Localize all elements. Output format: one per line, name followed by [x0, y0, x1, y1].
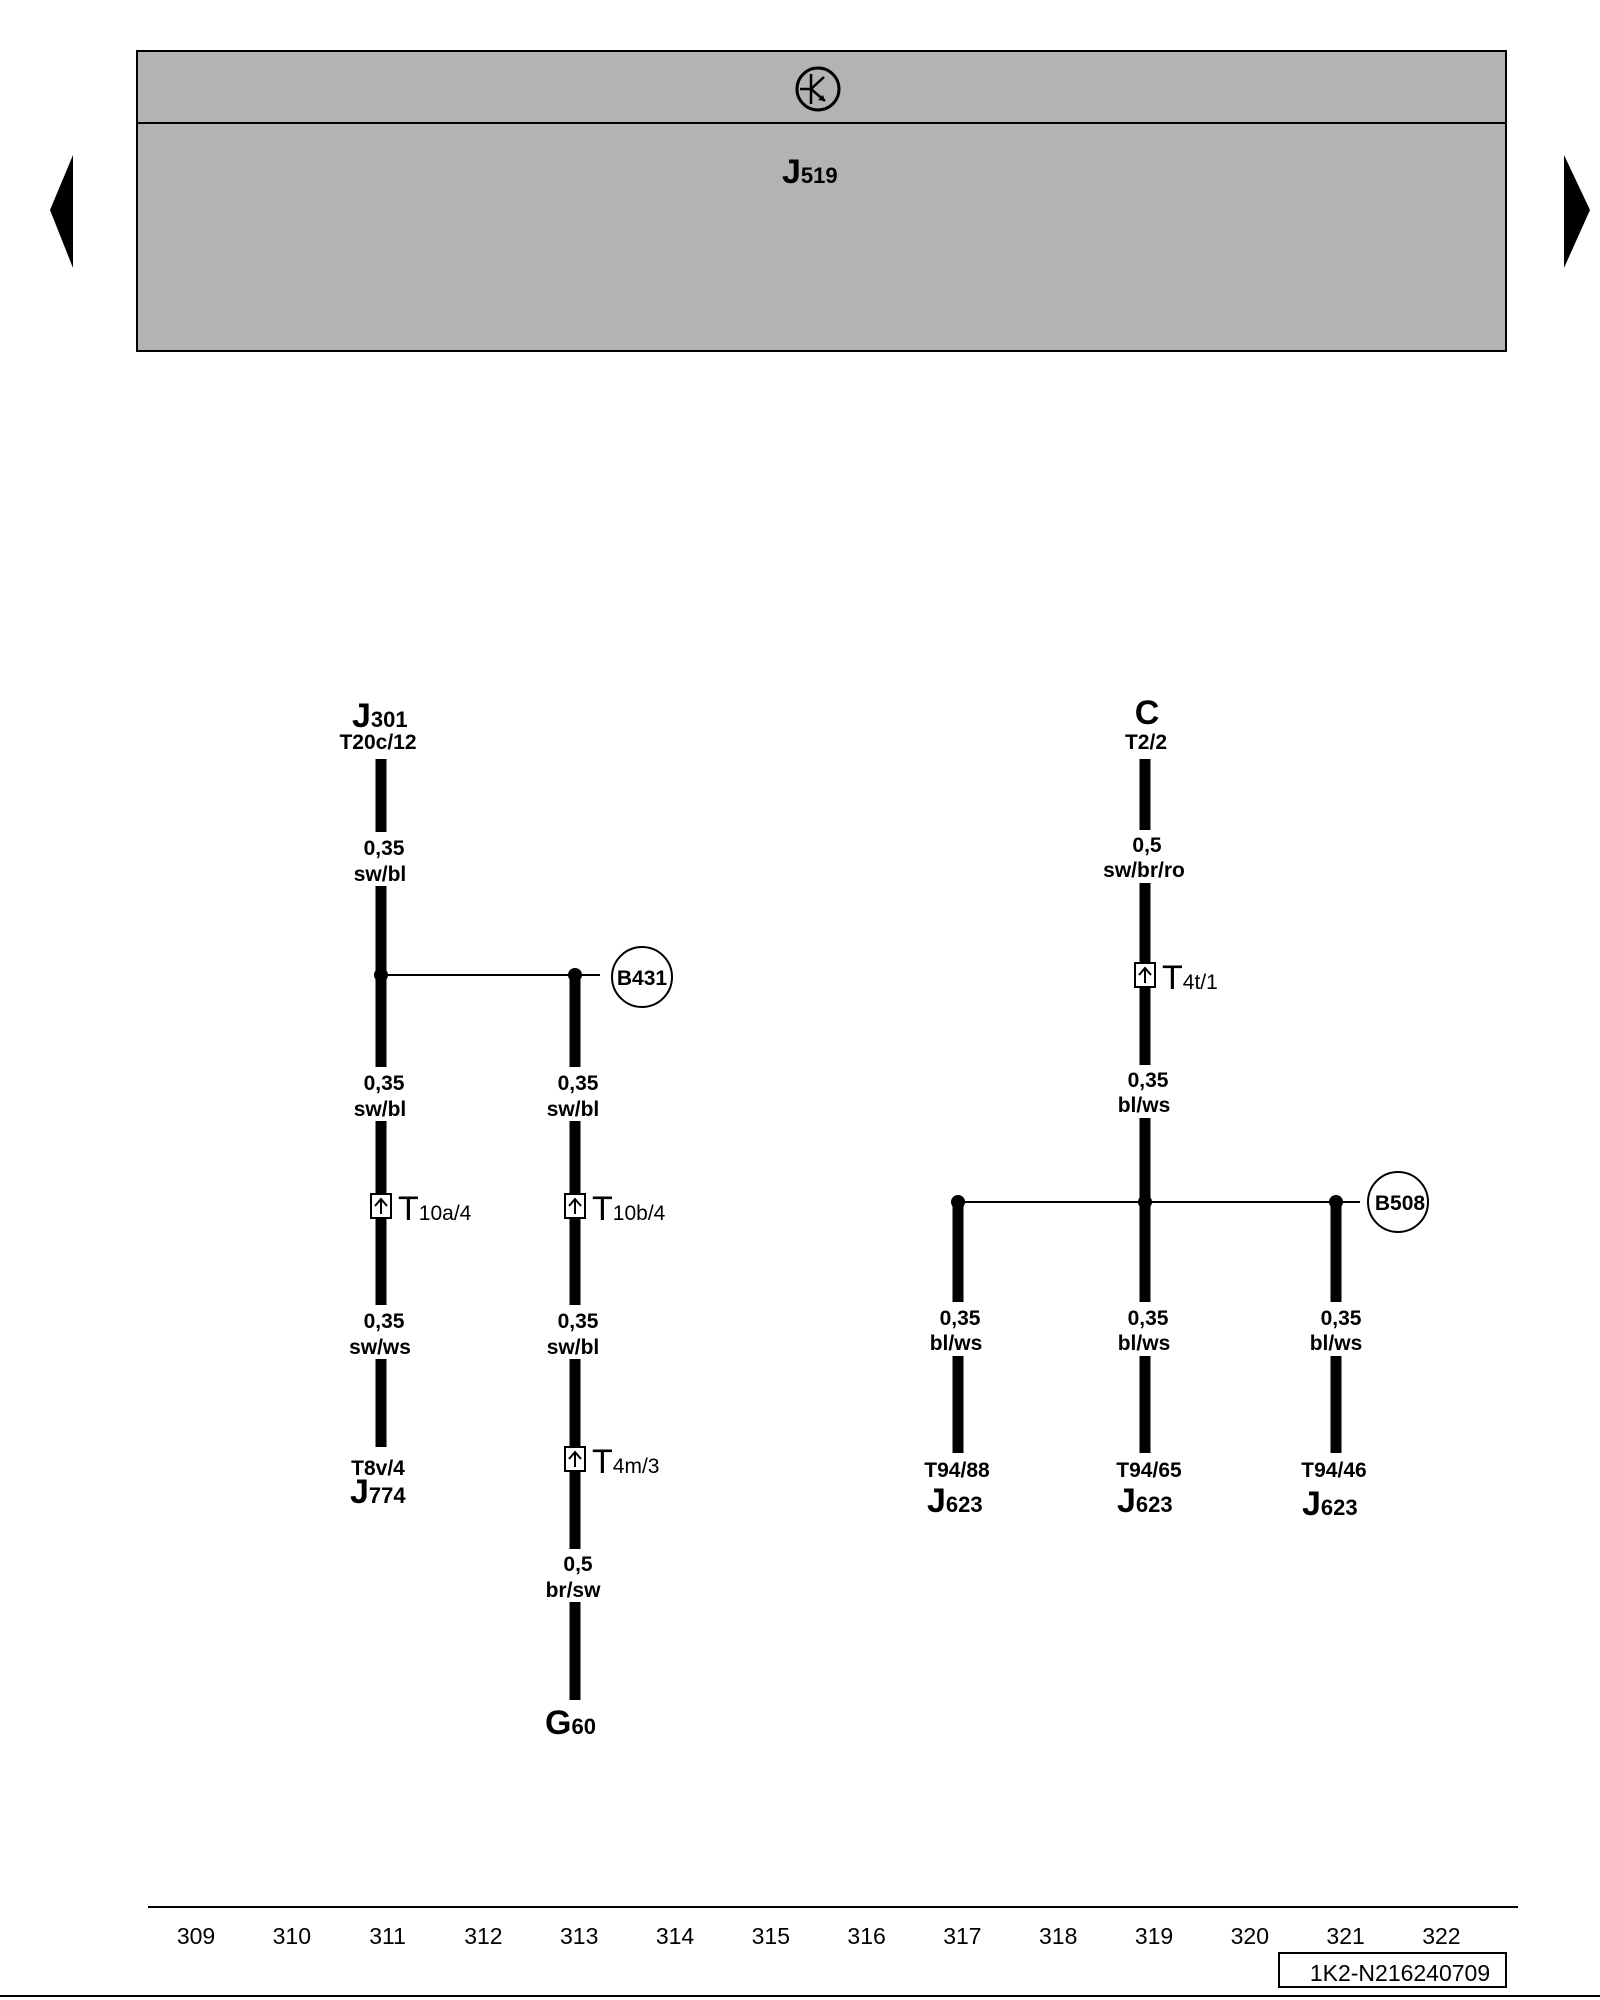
wire-color-label: sw/bl	[547, 1336, 600, 1359]
wire-color-label: sw/ws	[349, 1336, 411, 1359]
wire-size-label: 0,35	[558, 1310, 599, 1333]
pin-label: T20c/12	[339, 731, 416, 754]
track-number: 313	[560, 1923, 598, 1949]
component-g60: G60	[545, 1704, 596, 1742]
pin-label: T94/88	[924, 1459, 990, 1482]
track-number: 314	[656, 1923, 695, 1949]
wire-color-label: bl/ws	[1118, 1094, 1171, 1117]
connector-arrow-icon	[374, 1197, 388, 1207]
component-j623: J623	[1117, 1482, 1173, 1520]
prev-page-button[interactable]	[50, 155, 73, 268]
component-c: C	[1135, 694, 1160, 732]
track-number: 311	[369, 1923, 406, 1949]
track-number-row: 309 310 311 312 313 314 315 316 317 318 319 320 321 3…	[177, 1923, 1461, 1949]
wire-color-label: bl/ws	[1118, 1332, 1171, 1355]
track-number: 319	[1135, 1923, 1173, 1949]
splice-label: B431	[617, 967, 668, 990]
component-j301: J301	[352, 697, 408, 735]
wire-size-label: 0,35	[364, 837, 405, 860]
track-number: 322	[1422, 1923, 1460, 1949]
wire-color-label: br/sw	[546, 1579, 602, 1602]
junction-dot	[374, 968, 388, 982]
splice-b508	[1367, 1171, 1429, 1233]
component-j623: J623	[1302, 1485, 1358, 1523]
pin-label: T94/46	[1301, 1459, 1366, 1482]
pin-label: T8v/4	[351, 1457, 405, 1480]
connector-t10a: T10a/4	[398, 1190, 472, 1228]
wire-size-label: 0,35	[1128, 1307, 1169, 1330]
track-number: 309	[177, 1923, 215, 1949]
connector-arrow-icon	[1138, 966, 1152, 976]
connector-t4t: T4t/1	[1162, 959, 1218, 997]
header-title: J519	[782, 153, 838, 191]
track-number: 320	[1231, 1923, 1269, 1949]
wire-size-label: 0,35	[1128, 1069, 1169, 1092]
wire-color-label: sw/bl	[354, 863, 407, 886]
splice-label: B508	[1375, 1192, 1426, 1215]
connector-t10b: T10b/4	[592, 1190, 666, 1228]
pin-label: T2/2	[1125, 731, 1167, 754]
splice-b431	[611, 946, 673, 1008]
wire-color-label: bl/ws	[1310, 1332, 1363, 1355]
track-number: 312	[464, 1923, 502, 1949]
track-number: 315	[752, 1923, 790, 1949]
wire-size-label: 0,35	[1321, 1307, 1362, 1330]
doc-id-box	[1278, 1952, 1507, 1988]
wire-size-label: 0,35	[558, 1072, 599, 1095]
header-band	[136, 50, 1507, 352]
track-number: 317	[943, 1923, 981, 1949]
wire-size-label: 0,35	[364, 1072, 405, 1095]
track-number: 310	[273, 1923, 311, 1949]
circle-arrow-symbol-icon	[795, 66, 841, 112]
next-page-button[interactable]	[1564, 155, 1590, 268]
track-number: 321	[1326, 1923, 1364, 1949]
connector-arrow-icon	[568, 1450, 582, 1460]
wire-size-label: 0,35	[940, 1307, 981, 1330]
component-j774: J774	[350, 1473, 406, 1511]
wire-color-label: sw/bl	[354, 1098, 407, 1121]
wire-size-label: 0,35	[364, 1310, 405, 1333]
wire-size-label: 0,5	[563, 1553, 593, 1576]
wire-color-label: sw/br/ro	[1103, 859, 1185, 882]
track-number: 318	[1039, 1923, 1077, 1949]
doc-id: 1K2-N216240709	[1310, 1960, 1490, 1986]
track-number: 316	[847, 1923, 885, 1949]
component-j623: J623	[927, 1482, 983, 1520]
wire-size-label: 0,5	[1132, 834, 1162, 857]
pin-label: T94/65	[1116, 1459, 1182, 1482]
wire-color-label: sw/bl	[547, 1098, 600, 1121]
connector-arrow-icon	[568, 1197, 582, 1207]
wire-color-label: bl/ws	[930, 1332, 983, 1355]
connector-t4m: T4m/3	[592, 1443, 659, 1481]
